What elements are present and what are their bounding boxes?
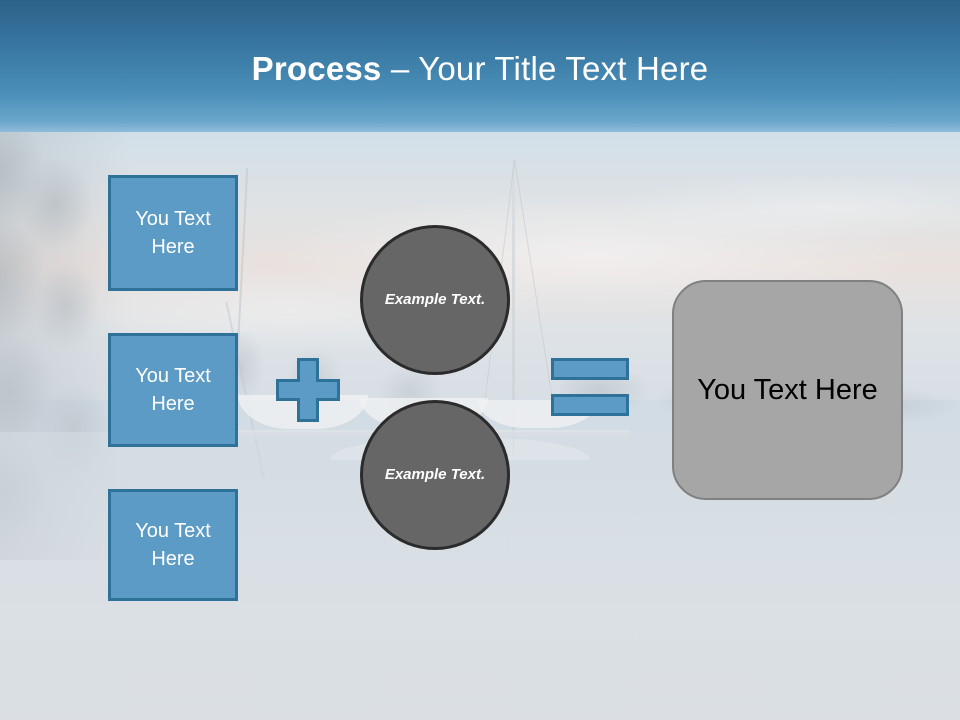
input-box-2[interactable]: You Text Here	[108, 333, 238, 447]
plus-icon	[276, 358, 340, 422]
input-box-3[interactable]: You Text Here	[108, 489, 238, 601]
page-title-rest: – Your Title Text Here	[381, 50, 709, 87]
example-circle-2[interactable]: Example Text.	[360, 400, 510, 550]
input-box-1-label: You Text Here	[135, 208, 211, 258]
page-title: Process – Your Title Text Here	[0, 48, 960, 90]
input-box-3-label: You Text Here	[135, 520, 211, 570]
example-circle-2-label: Example Text.	[384, 466, 486, 483]
page-title-strong: Process	[251, 50, 382, 87]
example-circle-1[interactable]: Example Text.	[360, 225, 510, 375]
header-band: Process – Your Title Text Here	[0, 0, 960, 132]
equals-icon-bar-top	[551, 358, 629, 380]
equals-icon-bar-bottom	[551, 394, 629, 416]
result-box[interactable]: You Text Here	[672, 280, 903, 500]
input-box-1[interactable]: You Text Here	[108, 175, 238, 291]
equals-icon	[551, 358, 629, 416]
result-box-label: You Text Here	[697, 374, 878, 406]
plus-icon-inner-vertical	[300, 361, 316, 419]
example-circle-1-label: Example Text.	[384, 291, 486, 308]
input-box-2-label: You Text Here	[135, 365, 211, 415]
